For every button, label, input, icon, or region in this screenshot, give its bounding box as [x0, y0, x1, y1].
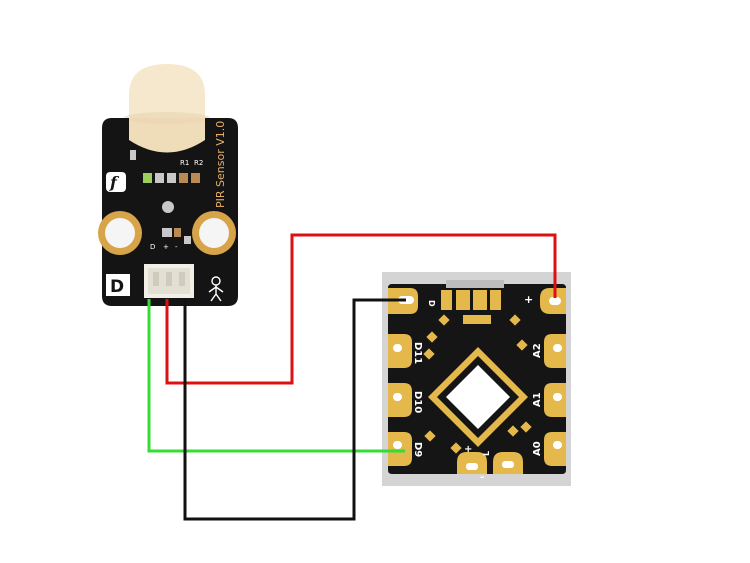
- pin-label-a1: A1: [532, 392, 543, 407]
- pin-label-l: L: [482, 451, 491, 456]
- wire-power-red: [165, 233, 557, 385]
- pin-label-d9: D9: [412, 442, 423, 457]
- type-badge: D: [106, 274, 130, 297]
- chip-icon: [428, 347, 528, 447]
- wires: [147, 233, 557, 521]
- pin-label-d11: D11: [412, 342, 423, 364]
- dfrobot-logo-icon: f: [106, 172, 126, 192]
- bottom-pad-holes: [466, 461, 514, 470]
- small-components: [423, 314, 532, 454]
- logo-text: f: [109, 173, 120, 192]
- pin-label-plus-top: +: [524, 293, 533, 306]
- resistor-label-r1: R1: [180, 159, 189, 167]
- top-pads: [441, 290, 501, 310]
- microcontroller-board: D + D11 D10 D9 A2 A1 A0 + - L: [382, 272, 571, 486]
- pin-label-minus: -: [175, 243, 178, 251]
- mounting-hole-left: [98, 211, 142, 255]
- pin-label-d-top: D: [427, 300, 436, 307]
- mounting-hole-right: [192, 211, 236, 255]
- pin-label-a2: A2: [532, 343, 543, 358]
- pin-label-plus: +: [163, 243, 169, 251]
- lens-dome-icon: [124, 64, 210, 157]
- resistor-label-r2: R2: [194, 159, 203, 167]
- wire-signal-green: [147, 299, 405, 453]
- board-label: PIR Sensor V1.0: [214, 121, 227, 208]
- usb-port-icon: [446, 280, 504, 288]
- smd-components: [130, 150, 200, 244]
- person-icon: [208, 276, 224, 302]
- pin-label-d: D: [150, 243, 155, 251]
- jst-connector: [144, 264, 194, 298]
- pin-label-minus-bottom: -: [480, 472, 484, 483]
- type-badge-text: D: [110, 277, 124, 297]
- pin-label-a0: A0: [532, 441, 543, 456]
- right-pad-holes: [549, 297, 562, 449]
- pin-label-plus-bottom: +: [464, 444, 472, 455]
- pin-label-d10: D10: [412, 391, 423, 413]
- pir-sensor-module: R1 R2 PIR Sensor V1.0 f D D + -: [98, 64, 238, 306]
- wire-ground-black: [183, 298, 406, 521]
